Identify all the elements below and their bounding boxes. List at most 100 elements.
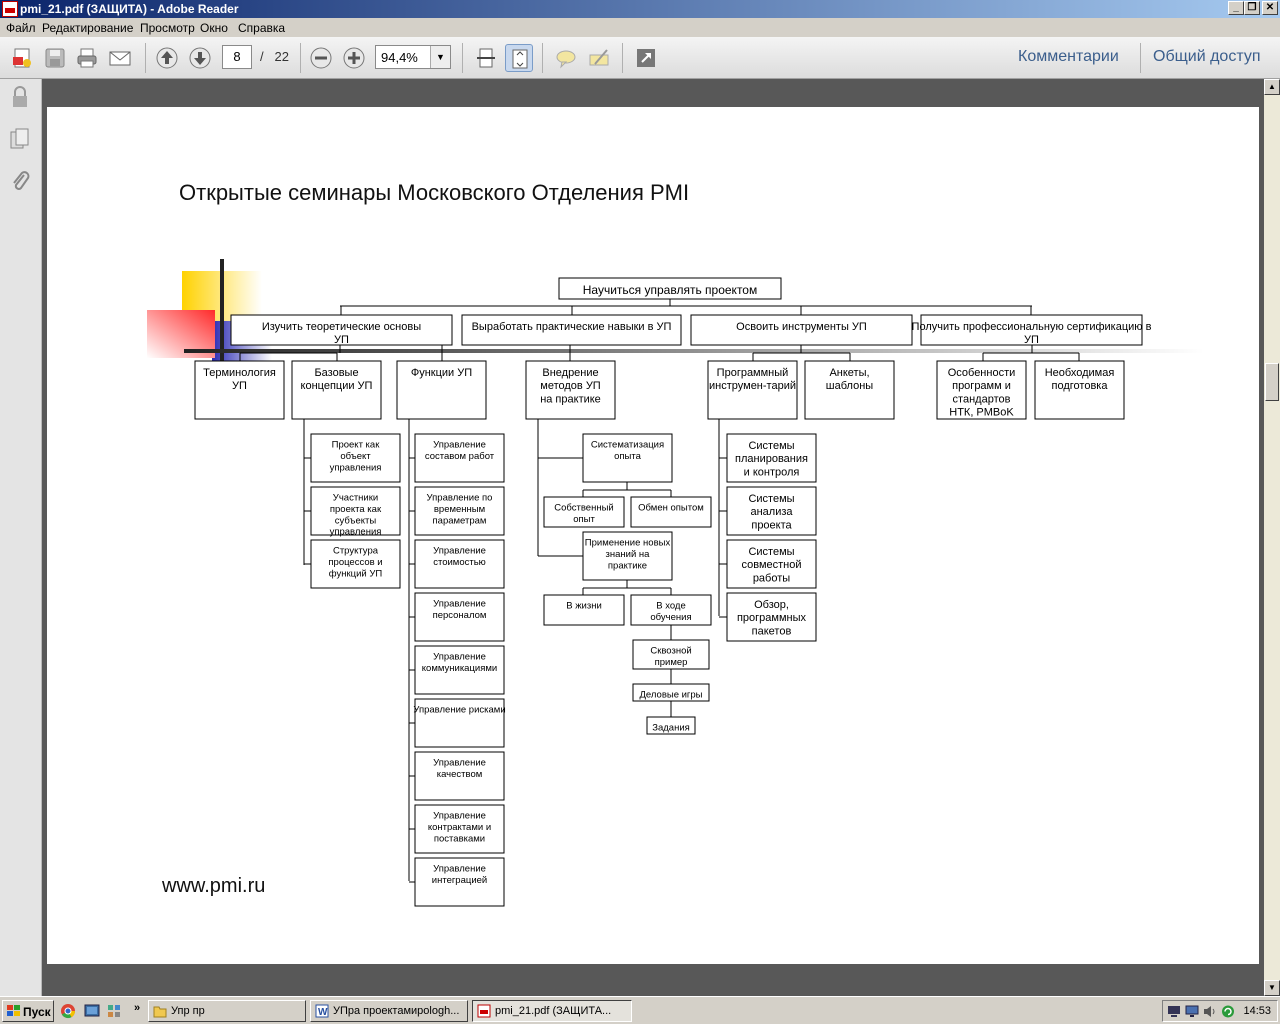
close-button[interactable]: ✕ [1262,1,1278,15]
zoom-out-icon[interactable] [307,44,335,72]
speaker-icon[interactable] [1203,1005,1217,1018]
pages-icon[interactable] [8,127,32,151]
highlight-icon[interactable] [585,44,613,72]
scroll-down-arrow[interactable]: ▼ [1264,980,1280,996]
chrome-icon[interactable] [60,1003,76,1019]
root-node-label: Научиться управлять проектом [583,283,757,297]
toolbar-separator [300,43,301,73]
function-node-1-box [414,433,505,483]
function-node-8-box [414,804,505,854]
page-total: / 22 [260,49,289,64]
practice-node-4-box [582,531,673,581]
navigation-panel [0,79,42,996]
practice-node-5-box [543,594,625,626]
practice-node-3-label: Обмен опытом [638,503,704,514]
level1-node-2-box [461,314,682,346]
menu-window[interactable]: Окно [200,21,228,35]
next-page-icon[interactable] [186,44,214,72]
level2-node-3-label: Функции УП [411,367,472,379]
app-grid-icon[interactable] [106,1003,122,1019]
pdf-page: Открытые семинары Московского Отделения … [47,107,1259,964]
concept-node-2-box [310,486,401,536]
zoom-value: 94,4% [381,50,418,65]
show-desktop-icon[interactable] [84,1003,100,1019]
page-separator: / [260,49,264,64]
menu-bar: Файл Редактирование Просмотр Окно Справк… [0,18,1280,37]
level2-node-3-box [396,360,487,420]
zoom-in-icon[interactable] [340,44,368,72]
comment-icon[interactable] [552,44,580,72]
restore-button[interactable]: ❐ [1244,1,1260,15]
task-adobe-reader[interactable]: pmi_21.pdf (ЗАЩИТА... [472,1000,632,1022]
email-icon[interactable] [106,44,134,72]
toolbar-separator [622,43,623,73]
practice-node-6-box [630,594,712,626]
scroll-up-arrow[interactable]: ▲ [1264,79,1280,95]
toolbar-separator [1140,43,1141,73]
title-bar: pmi_21.pdf (ЗАЩИТА) - Adobe Reader _ ❐ ✕ [0,0,1280,18]
system-tray: 14:53 [1162,1000,1278,1022]
attachment-icon[interactable] [8,169,32,193]
svg-text:W: W [318,1007,328,1018]
menu-view[interactable]: Просмотр [140,21,195,35]
comments-link[interactable]: Комментарии [1018,48,1119,65]
function-node-3-box [414,539,505,589]
level2-node-4-box [525,360,616,420]
expand-icon[interactable] [632,44,660,72]
save-icon[interactable] [41,44,69,72]
tool-node-1-box [726,433,817,483]
tool-node-3-box [726,539,817,589]
menu-file[interactable]: Файл [6,21,36,35]
task-word-document[interactable]: W УПра проектамиpologh... [310,1000,468,1022]
task-label: Упр пр [171,1005,205,1017]
menu-help[interactable]: Справка [238,21,286,35]
previous-page-icon[interactable] [153,44,181,72]
zoom-select[interactable]: 94,4% ▼ [375,45,451,69]
fit-width-icon[interactable] [472,44,500,72]
monitor-icon[interactable] [1185,1005,1199,1018]
toolbar: 8 / 22 94,4% ▼ Комментарии Общий доступ [0,37,1280,79]
level1-node-4-label: Получить профессиональную сертификацию в… [912,321,1152,346]
level2-node-6-label: Анкеты,шаблоны [826,367,873,392]
fit-page-icon[interactable] [505,44,533,72]
page-count: 22 [274,49,289,64]
document-title: Открытые семинары Московского Отделения … [179,180,689,205]
quicklaunch-chevron[interactable]: » [134,1002,141,1014]
minimize-button[interactable]: _ [1228,1,1244,15]
print-icon[interactable] [73,44,101,72]
chevron-down-icon[interactable]: ▼ [430,46,450,68]
pdf-icon [477,1004,491,1018]
document-area: Открытые семинары Московского Отделения … [42,79,1264,996]
function-node-6-box [414,698,505,748]
update-icon[interactable] [1221,1005,1235,1018]
concept-node-1-box [310,433,401,483]
practice-node-9-box [646,716,696,735]
network-icon[interactable] [1167,1005,1181,1018]
toolbar-separator [145,43,146,73]
lock-icon[interactable] [8,85,32,109]
decor-horizontal-bar [184,349,1204,353]
vertical-scrollbar[interactable]: ▲ ▼ [1264,79,1280,996]
start-button[interactable]: Пуск [2,1000,54,1022]
menu-edit[interactable]: Редактирование [42,21,134,35]
practice-node-1-box [582,433,673,483]
scroll-thumb[interactable] [1265,363,1279,401]
page-number-input[interactable]: 8 [222,45,252,69]
task-folder-upr[interactable]: Упр пр [148,1000,306,1022]
share-link[interactable]: Общий доступ [1153,48,1261,65]
level2-node-7-box [936,360,1027,420]
pdf-app-icon [2,1,18,17]
create-pdf-icon[interactable] [8,44,36,72]
level2-node-6-box [804,360,895,420]
